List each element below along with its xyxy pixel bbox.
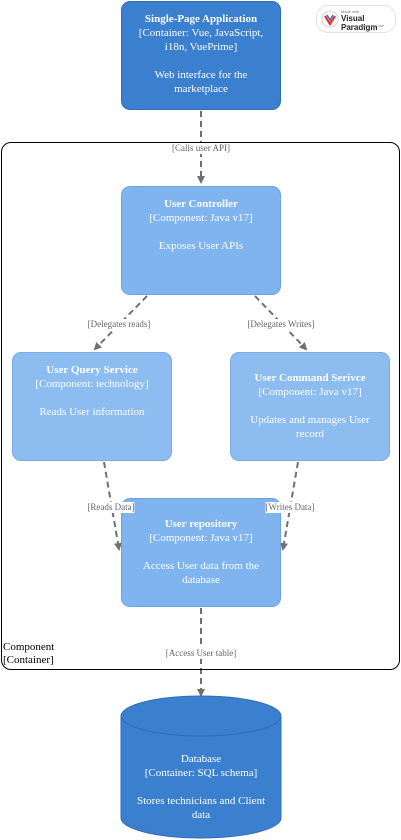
edge-label-delegates-reads: [Delegates reads] (87, 319, 151, 330)
node-title: User Command Serivce (254, 372, 366, 384)
node-title: Single-Page Application (144, 13, 258, 25)
watermark-line3: For non-commercial use (341, 23, 385, 28)
user-repository-node[interactable]: User repository [Component: Java v17] Ac… (121, 498, 281, 607)
node-technology: [Container: Vue, JavaScript, (138, 27, 264, 39)
boundary-name: Component (3, 641, 55, 653)
user-query-service-node[interactable]: User Query Service [Component: technolog… (12, 352, 172, 461)
boundary-type: [Container] (3, 654, 54, 666)
node-title: User Controller (164, 198, 238, 210)
watermark-line2: Visual Paradigm (341, 14, 378, 32)
container-boundary (1, 142, 400, 670)
visual-paradigm-logo-icon (321, 10, 339, 28)
user-command-service-node[interactable]: User Command Serivce [Component: Java v1… (230, 352, 390, 461)
edge-label-calls-user-api: [Calls user API] (172, 143, 230, 154)
node-title: User Query Service (46, 364, 138, 376)
visual-paradigm-watermark: Made with Visual Paradigm For non-commer… (316, 5, 396, 33)
node-technology: [Component: technology] (35, 378, 149, 390)
node-description: Stores technicians and Client (137, 795, 265, 807)
arrow-controller-to-command (254, 295, 308, 351)
database-node[interactable]: Database [Container: SQL schema] Stores … (121, 752, 281, 822)
edge-label-access-user-table: [Access User table] (165, 648, 237, 659)
edge-label-reads-data: [Reads Data] (87, 502, 135, 513)
edge-label-delegates-writes: [Delegates Writes] (247, 319, 315, 330)
single-page-application-node[interactable]: Single-Page Application [Container: Vue,… (121, 1, 281, 110)
node-description: Access User data from the (142, 560, 260, 572)
node-description: Exposes User APIs (158, 240, 244, 252)
node-technology: i18n, VuePrime] (164, 41, 238, 53)
user-controller-node[interactable]: User Controller [Component: Java v17] Ex… (121, 186, 281, 295)
node-technology: [Component: Java v17] (149, 532, 253, 544)
watermark-line1: Made with (341, 9, 360, 14)
node-description: marketplace (174, 83, 228, 95)
arrow-controller-to-query (93, 295, 148, 351)
node-technology: [Container: SQL schema] (144, 767, 258, 779)
node-technology: [Component: Java v17] (258, 386, 362, 398)
node-description: database (182, 574, 220, 586)
node-title: Database (180, 753, 222, 765)
node-description: Web interface for the (154, 69, 248, 81)
database-cylinder (120, 695, 282, 839)
node-technology: [Component: Java v17] (149, 212, 253, 224)
node-description: Updates and manages User (250, 414, 370, 426)
node-description: record (295, 428, 325, 440)
edge-label-writes-data: [Writes Data] (265, 502, 315, 513)
boundary-label: Component [Container] (3, 641, 54, 667)
node-title: User repository (164, 518, 238, 530)
node-description: Reads User information (39, 406, 145, 418)
node-description: data (191, 809, 211, 821)
